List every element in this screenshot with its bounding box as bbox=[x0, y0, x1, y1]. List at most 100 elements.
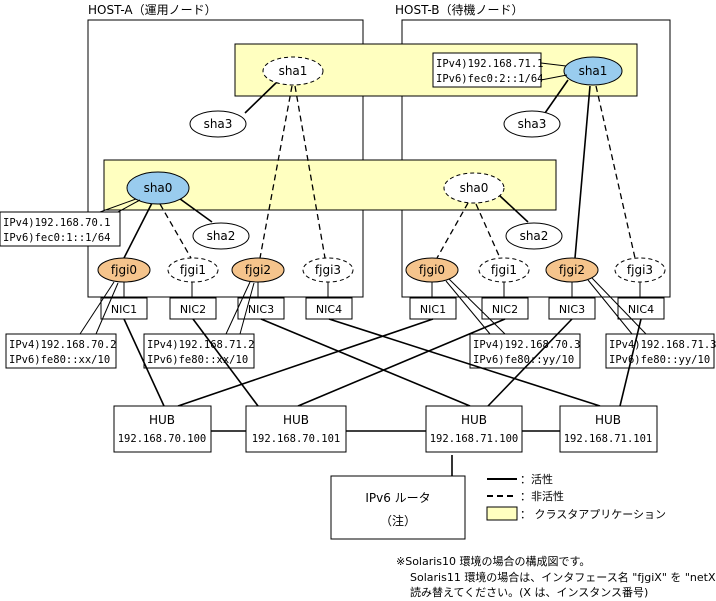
link-sha0b-fjgi0b bbox=[436, 202, 469, 259]
callout-fjgi2-b-ipv6: IPv6)fe80::yy/10 bbox=[609, 354, 710, 366]
callout-fjgi2-a bbox=[143, 333, 255, 369]
link-sha1a-fjgi3a bbox=[294, 85, 326, 259]
fjgi0-a-ellipse bbox=[97, 257, 151, 283]
fjgi3-b-ellipse bbox=[614, 257, 666, 283]
link-sha1a-sha3a bbox=[244, 79, 280, 114]
fjgi2-b-ellipse bbox=[545, 257, 599, 283]
sha1-a-label: sha1 bbox=[279, 64, 308, 78]
fjgi0-a-label: fjgi0 bbox=[111, 263, 137, 277]
callout-sha1-b-ipv6: IPv6)fec0:2::1/64 bbox=[436, 73, 543, 85]
callout-fjgi0-b-ipv6: IPv6)fe80::yy/10 bbox=[473, 354, 574, 366]
hub-3-ip: 192.168.71.100 bbox=[430, 433, 519, 445]
legend-inactive-text: ：非活性 bbox=[520, 489, 564, 503]
fjgi1-a-label: fjgi1 bbox=[180, 263, 206, 277]
fjgi2-b-label: fjgi2 bbox=[559, 263, 585, 277]
sha3-b-label: sha3 bbox=[518, 117, 547, 131]
sha0-a-label: sha0 bbox=[144, 181, 173, 195]
callout-fjgi2-a-ipv4: IPv4)192.168.71.2 bbox=[147, 339, 254, 351]
link-sha0a-fjgi1a bbox=[159, 203, 192, 259]
sha1-b-ellipse bbox=[563, 56, 623, 86]
sha2-b-ellipse bbox=[505, 222, 563, 250]
nic1-a-label: NIC1 bbox=[111, 303, 137, 316]
hub-1-ip: 192.168.70.100 bbox=[118, 433, 207, 445]
sha3-a-ellipse bbox=[189, 110, 247, 138]
sha2-b-label: sha2 bbox=[520, 229, 549, 243]
cable-nic3a-hub3 bbox=[260, 318, 471, 407]
nic2-a-label: NIC2 bbox=[180, 303, 206, 316]
ipv6-router-box bbox=[330, 475, 466, 540]
nic2-b-label: NIC2 bbox=[492, 303, 518, 316]
nic4-a-label: NIC4 bbox=[316, 303, 342, 316]
cable-nic2a-hub2 bbox=[192, 318, 259, 407]
hub-1-box bbox=[113, 405, 212, 453]
hub-3-label: HUB bbox=[461, 413, 487, 427]
hub-4-label: HUB bbox=[595, 413, 621, 427]
sha1-a-ellipse bbox=[262, 56, 324, 86]
host-b-label: HOST-B（待機ノード） bbox=[395, 2, 523, 17]
callout-sha0-a-ipv6: IPv6)fec0:1::1/64 bbox=[3, 232, 110, 244]
fjgi1-a-ellipse bbox=[167, 257, 219, 283]
sha3-a-label: sha3 bbox=[204, 117, 233, 131]
sha0-b-label: sha0 bbox=[460, 181, 489, 195]
nic4-b-label: NIC4 bbox=[628, 303, 654, 316]
nic3-b-label: NIC3 bbox=[559, 303, 585, 316]
cable-nic1b-hub1 bbox=[177, 318, 434, 407]
cable-nic2b-hub2 bbox=[297, 318, 506, 407]
fjgi0-b-label: fjgi0 bbox=[419, 263, 445, 277]
cable-nic1a-hub1 bbox=[123, 318, 165, 407]
callout-fjgi0-a bbox=[5, 333, 117, 369]
cable-nic4a-hub4 bbox=[328, 318, 601, 407]
fjgi3-a-ellipse bbox=[302, 257, 354, 283]
hub-4-box bbox=[559, 405, 658, 453]
cable-nic3b-hub3 bbox=[487, 318, 573, 407]
callout-sha0-a bbox=[0, 211, 121, 247]
link-sha1a-fjgi2a bbox=[259, 85, 293, 259]
hub-3-box bbox=[425, 405, 523, 453]
hub-2-ip: 192.168.70.101 bbox=[252, 433, 341, 445]
fjgi1-b-label: fjgi1 bbox=[491, 263, 517, 277]
link-sha0a-fjgi0a bbox=[123, 202, 153, 259]
legend-cluster-text: ： クラスタアプリケーション bbox=[520, 508, 666, 521]
callout-fjgi2-b-ipv4: IPv4)192.168.71.3 bbox=[609, 339, 716, 351]
fjgi3-b-label: fjgi3 bbox=[627, 263, 653, 277]
footnote-line1: ※Solaris10 環境の場合の構成図です。 bbox=[396, 554, 590, 568]
hub-2-label: HUB bbox=[283, 413, 309, 427]
nic1-b-label: NIC1 bbox=[420, 303, 446, 316]
ipv6-router-label: IPv6 ルータ bbox=[365, 491, 430, 505]
hub-4-ip: 192.168.71.101 bbox=[564, 433, 653, 445]
fjgi0-b-ellipse bbox=[405, 257, 459, 283]
sha3-b-ellipse bbox=[503, 110, 561, 138]
host-a-label: HOST-A（運用ノード） bbox=[88, 3, 217, 17]
cable-nic4b-hub4 bbox=[619, 318, 642, 407]
callout-fjgi0-a-ipv6: IPv6)fe80::xx/10 bbox=[9, 354, 110, 366]
footnote-line3: 読み替えてください。(X は、インスタンス番号) bbox=[410, 585, 648, 599]
fjgi2-a-ellipse bbox=[231, 257, 285, 283]
fjgi1-b-ellipse bbox=[478, 257, 530, 283]
fjgi3-a-label: fjgi3 bbox=[315, 263, 341, 277]
callout-sha1-b-ipv4: IPv4)192.168.71.1 bbox=[436, 58, 543, 70]
ipv6-router-note: （注） bbox=[380, 513, 416, 528]
sha2-a-label: sha2 bbox=[207, 229, 236, 243]
hub-2-box bbox=[245, 405, 347, 453]
link-sha0a-sha2a bbox=[175, 195, 213, 223]
hub-1-label: HUB bbox=[149, 413, 175, 427]
legend-cluster-swatch bbox=[486, 506, 518, 521]
sha0-a-ellipse bbox=[126, 171, 190, 205]
callout-fjgi2-a-ipv6: IPv6)fe80::xx/10 bbox=[147, 354, 248, 366]
callout-fjgi2-b bbox=[605, 333, 715, 369]
fjgi2-a-label: fjgi2 bbox=[245, 263, 271, 277]
callout-sha1-b bbox=[432, 52, 542, 88]
link-sha1b-sha3b bbox=[544, 79, 569, 114]
footnote-line2: Solaris11 環境の場合は、インタフェース名 "fjgiX" を "net… bbox=[410, 570, 716, 584]
sha0-b-ellipse bbox=[443, 172, 505, 204]
nic3-a-label: NIC3 bbox=[248, 303, 274, 316]
link-sha1b-fjgi2b bbox=[574, 85, 591, 259]
sha2-a-ellipse bbox=[192, 222, 250, 250]
legend-active-text: ：活性 bbox=[520, 472, 553, 486]
callout-sha0-a-ipv4: IPv4)192.168.70.1 bbox=[3, 217, 110, 229]
sha1-b-label: sha1 bbox=[579, 64, 608, 78]
callout-fjgi0-a-ipv4: IPv4)192.168.70.2 bbox=[9, 339, 116, 351]
callout-fjgi0-b bbox=[469, 333, 581, 369]
callout-fjgi0-b-ipv4: IPv4)192.168.70.3 bbox=[473, 339, 580, 351]
